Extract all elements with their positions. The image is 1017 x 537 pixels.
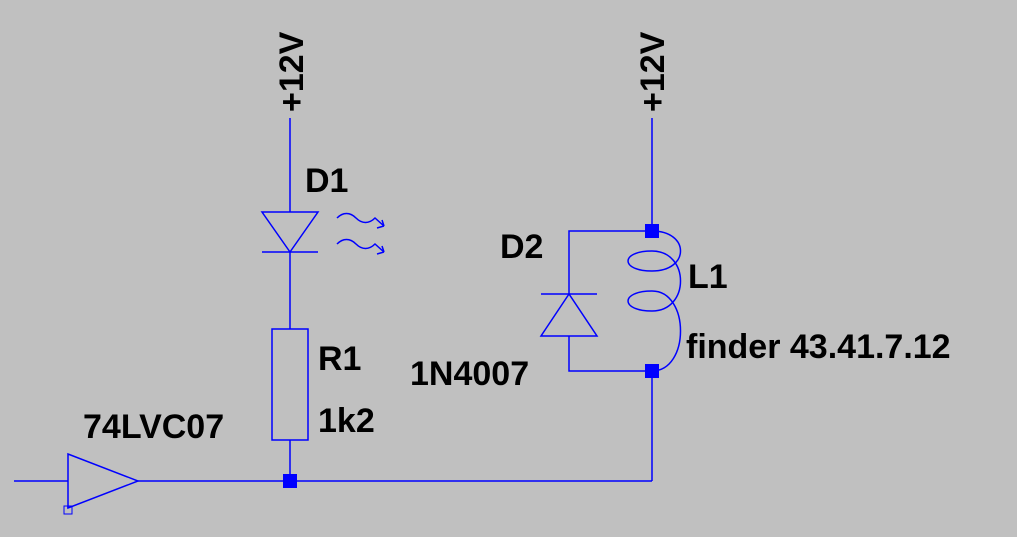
coil-ref-label: L1 <box>688 258 728 296</box>
led-ref-label: D1 <box>305 162 348 200</box>
junction-coil-top <box>645 224 659 238</box>
buffer-value-label: 74LVC07 <box>83 408 224 446</box>
buffer-symbol <box>67 452 141 510</box>
junction-coil-bottom <box>645 364 659 378</box>
supply-label-left: +12V <box>273 31 311 112</box>
resistor-ref-label: R1 <box>318 340 361 378</box>
coil-value-label: finder 43.41.7.12 <box>686 328 951 366</box>
led-d1-symbol <box>260 211 385 255</box>
diode-ref-label: D2 <box>500 228 543 266</box>
resistor-value-label: 1k2 <box>318 402 375 440</box>
diode-d2-symbol <box>539 230 652 372</box>
open-drain-marker <box>63 505 73 515</box>
supply-label-right: +12V <box>634 31 672 112</box>
junction-output-node <box>283 474 297 488</box>
coil-l1-symbol <box>627 230 682 372</box>
diode-value-label: 1N4007 <box>410 355 529 393</box>
resistor-r1-symbol <box>271 328 309 441</box>
